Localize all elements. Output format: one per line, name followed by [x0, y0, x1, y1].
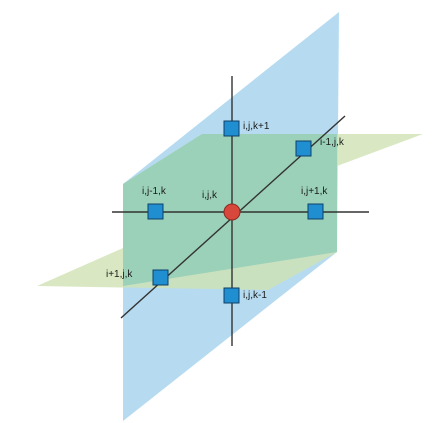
label-up: i,j,k+1 — [243, 121, 270, 132]
label-left: i,j-1,k — [142, 186, 167, 197]
node-center — [223, 203, 241, 221]
node-left — [147, 203, 164, 220]
node-back — [295, 140, 312, 157]
node-right — [307, 203, 324, 220]
label-down: i,j,k-1 — [243, 290, 267, 301]
label-front: i+1,j,k — [106, 269, 133, 280]
label-back: i-1,j,k — [320, 137, 345, 148]
node-front — [152, 269, 169, 286]
node-down — [223, 287, 240, 304]
label-center: i,j,k — [202, 190, 218, 201]
label-right: i,j+1,k — [301, 186, 328, 197]
node-up — [223, 120, 240, 137]
